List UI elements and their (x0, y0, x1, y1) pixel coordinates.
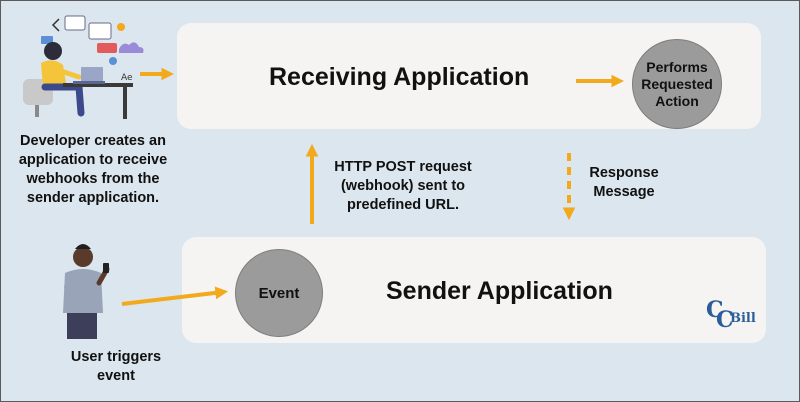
svg-text:Ae: Ae (121, 73, 133, 83)
sender-application-title: Sender Application (386, 277, 613, 305)
event-node: Event (235, 249, 323, 337)
user-caption: User triggers event (70, 349, 162, 384)
response-message-label: Response Message (589, 165, 659, 200)
performs-requested-action-label: Performs Requested Action (641, 58, 713, 109)
post-request-label: HTTP POST request (webhook) sent to pred… (334, 159, 472, 213)
user-to-event-arrow (121, 286, 229, 306)
developer-caption: Developer creates an application to rece… (18, 133, 168, 206)
receiving-application-title: Receiving Application (269, 63, 530, 91)
event-label: Event (258, 284, 300, 302)
performs-requested-action-node: Performs Requested Action (632, 39, 722, 129)
ccbill-logo: C C Bill (706, 297, 756, 333)
